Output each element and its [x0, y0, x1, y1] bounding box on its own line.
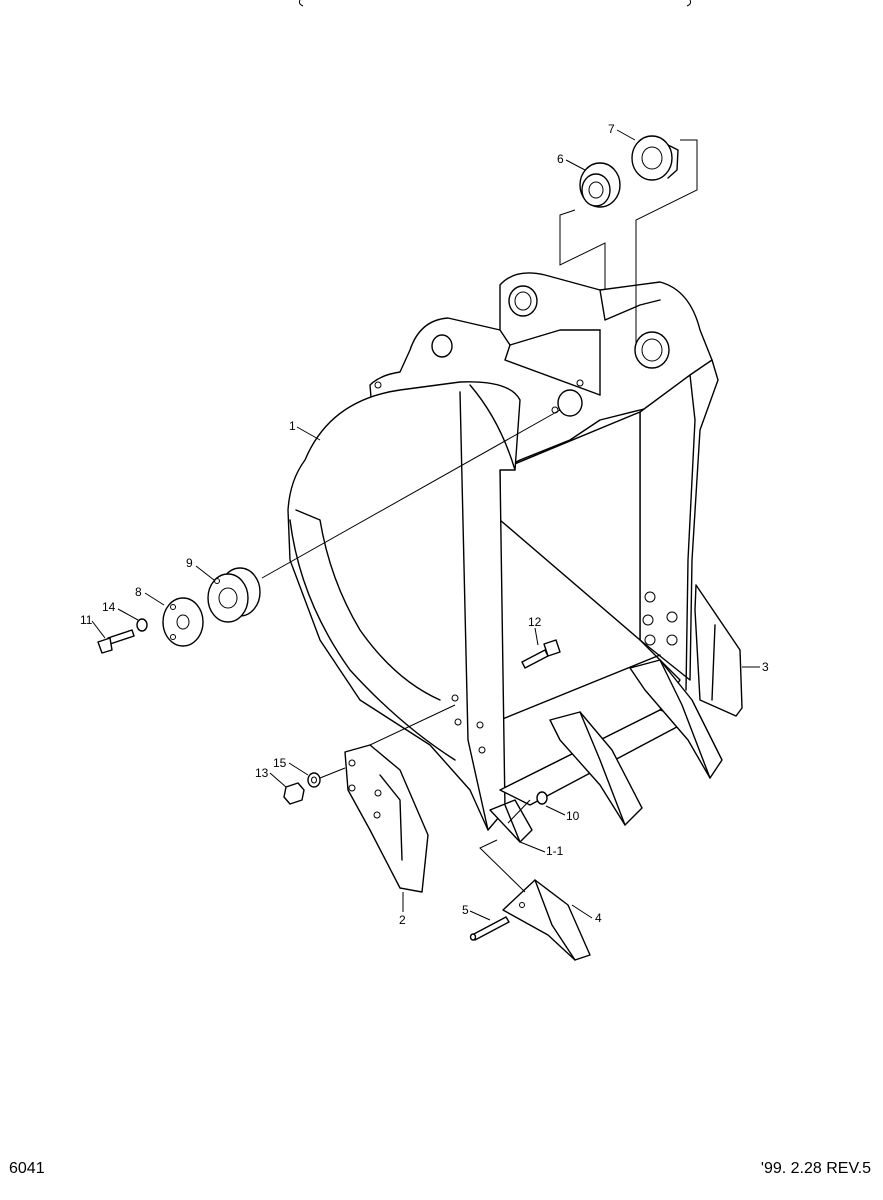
- callout-11: 11: [80, 613, 93, 627]
- callout-13: 13: [255, 766, 269, 780]
- callout-4: 4: [595, 911, 602, 925]
- bushing-7: [631, 135, 679, 181]
- callout-2: 2: [399, 913, 406, 927]
- nut-10: [536, 791, 548, 805]
- boss-plate-8: [162, 597, 204, 647]
- callout-3: 3: [762, 660, 769, 674]
- revision-date: '99. 2.28 REV.5: [760, 1160, 871, 1177]
- callout-5: 5: [462, 903, 469, 917]
- callout-15: 15: [273, 756, 287, 770]
- loose-tooth: [502, 879, 591, 961]
- boss-ring-9: [207, 567, 261, 623]
- callout-12: 12: [528, 615, 542, 629]
- bolt-11: [97, 629, 135, 654]
- callout-14: 14: [102, 600, 116, 614]
- nut-13: [283, 782, 305, 805]
- callout-10: 10: [566, 809, 580, 823]
- bucket-body: [287, 272, 719, 831]
- side-cutter-right: [694, 584, 743, 717]
- callout-1: 1: [289, 419, 296, 433]
- tooth-pin: [469, 916, 510, 941]
- callout-leaders: [91, 129, 760, 921]
- callout-9: 9: [186, 556, 193, 570]
- bolt-12: [521, 639, 561, 669]
- bushing-6: [579, 162, 621, 208]
- assembly-lines: [261, 139, 698, 893]
- washer-15: [307, 772, 321, 788]
- sheet-code: 6041: [9, 1160, 45, 1177]
- side-cutter-left: [344, 744, 429, 893]
- bucket-teeth: [489, 659, 723, 843]
- washer-14: [136, 618, 148, 632]
- callout-8: 8: [135, 585, 142, 599]
- callout-1-1: 1-1: [546, 844, 564, 858]
- callout-6: 6: [557, 152, 564, 166]
- clipped-header-remnant: [298, 0, 692, 7]
- callout-7: 7: [608, 122, 615, 136]
